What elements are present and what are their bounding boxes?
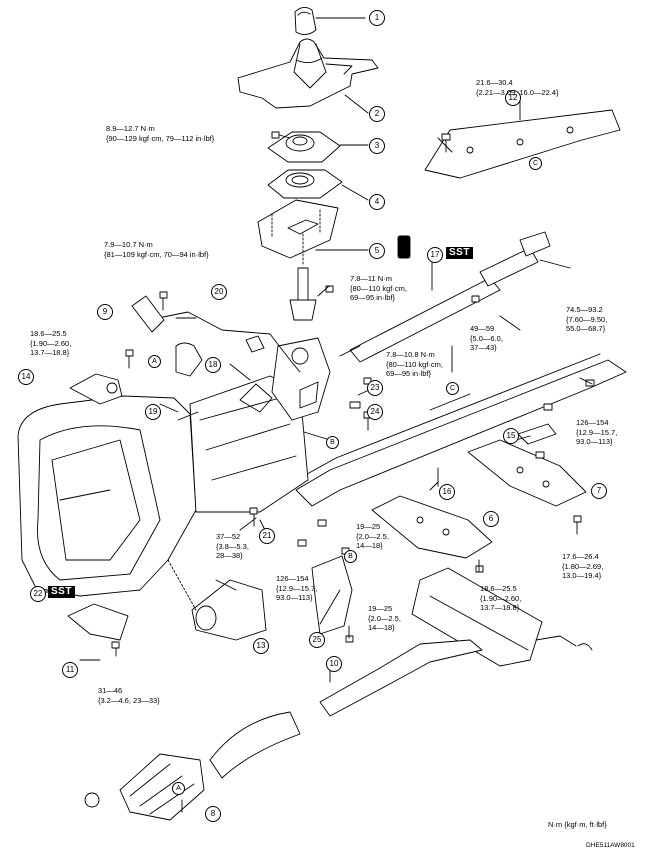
callout-11: 11 (62, 662, 78, 678)
torque-spec-b: 19—25 {2.0—2.5, 14—18} (356, 522, 389, 550)
switch-drawing (69, 373, 123, 405)
torque-spec-5: 7.8—11 N·m {80—110 kgf·cm, 69—95 in·lbf} (350, 274, 407, 302)
exhaust-drawing (84, 567, 593, 821)
connector-b-upper: B (326, 436, 339, 449)
bracket-11-drawing (67, 603, 129, 641)
torque-spec-23: 7.8—10.8 N·m {80—110 kgf·cm, 69—95 in·lb… (386, 350, 443, 378)
starter-drawing (167, 559, 267, 641)
callout-14: 14 (18, 369, 34, 385)
callout-3: 3 (369, 138, 385, 154)
units-legend: N·m {kgf·m, ft·lbf} (548, 820, 607, 829)
callout-4: 4 (369, 194, 385, 210)
connector-a-upper: A (148, 355, 161, 368)
propeller-shaft-drawing (339, 231, 551, 363)
torque-spec-11: 31—46 {3.2—4.6, 23—33} (98, 686, 160, 705)
shift-knob-drawing (294, 7, 366, 35)
mount-bracket-6-drawing (371, 495, 493, 559)
callout-8: 8 (205, 806, 221, 822)
seat-upper-drawing (267, 131, 369, 163)
connector-c-upper: C (529, 157, 542, 170)
base-plate-drawing (257, 199, 339, 259)
shift-lever-drawing (289, 233, 411, 321)
torque-spec-14: 18.6—25.5 {1.90—2.60, 13.7—18.8} (30, 329, 72, 357)
transmission-drawing (17, 337, 331, 597)
connector-b-lower: B (344, 550, 357, 563)
callout-12: 12 (505, 90, 521, 106)
torque-spec-25: 19—25 {2.0—2.5, 14—18} (368, 604, 401, 632)
crossmember-upper-drawing (424, 99, 621, 179)
callout-17: 17 (427, 247, 443, 263)
callout-25: 25 (309, 632, 325, 648)
callout-18: 18 (205, 357, 221, 373)
callout-15: 15 (503, 428, 519, 444)
torque-spec-74: 74.5—93.2 {7.60—9.50, 55.0—68.7} (566, 305, 608, 333)
seat-lower-drawing (267, 169, 369, 201)
torque-spec-15: 126—154 {12.9—15.7, 93.0—113} (576, 418, 618, 446)
callout-24: 24 (367, 404, 383, 420)
sst-badge-lower: SST (48, 586, 75, 598)
callout-5: 5 (369, 243, 385, 259)
callout-19: 19 (145, 404, 161, 420)
torque-spec-49: 49—59 {5.0—6.0, 37—43} (470, 324, 503, 352)
connector-c-lower: C (446, 382, 459, 395)
torque-spec-9: 7.9—10.7 N·m {81—109 kgf·cm, 70—94 in·lb… (104, 240, 209, 259)
callout-6: 6 (483, 511, 499, 527)
plate-15-drawing (517, 423, 557, 445)
figure-code: DHE511AW8001 (586, 842, 635, 849)
harness-drawing (157, 311, 301, 377)
callout-23: 23 (367, 380, 383, 396)
torque-spec-12: 21.6—30.4 {2.21—3.09, 16.0—22.4} (476, 78, 559, 97)
callout-13: 13 (253, 638, 269, 654)
heat-shield-drawing (311, 555, 353, 635)
frame-rail-drawing (295, 353, 627, 507)
sst-badge-upper: SST (446, 247, 473, 259)
callout-21: 21 (259, 528, 275, 544)
mount-bracket-7-drawing (467, 439, 587, 507)
callout-1: 1 (369, 10, 385, 26)
sensor-bracket-drawing (131, 295, 165, 333)
callout-10: 10 (326, 656, 342, 672)
torque-spec-21: 37—52 {3.8—5.3, 28—38} (216, 532, 249, 560)
callout-2: 2 (369, 106, 385, 122)
shift-boot-drawing (237, 38, 379, 114)
callout-9: 9 (97, 304, 113, 320)
torque-spec-mid: 18.6—25.5 {1.90—2.60, 13.7—18.8} (480, 584, 522, 612)
torque-spec-126: 126—154 {12.9—15.7, 93.0—113} (276, 574, 318, 602)
torque-spec-3: 8.9—12.7 N·m {90—129 kgf·cm, 79—112 in·l… (106, 124, 215, 143)
torque-spec-7: 17.6—26.4 {1.80—2.69, 13.0—19.4} (562, 552, 604, 580)
callout-20: 20 (211, 284, 227, 300)
callout-7: 7 (591, 483, 607, 499)
connector-a-lower: A (172, 782, 185, 795)
callout-16: 16 (439, 484, 455, 500)
callout-22: 22 (30, 586, 46, 602)
